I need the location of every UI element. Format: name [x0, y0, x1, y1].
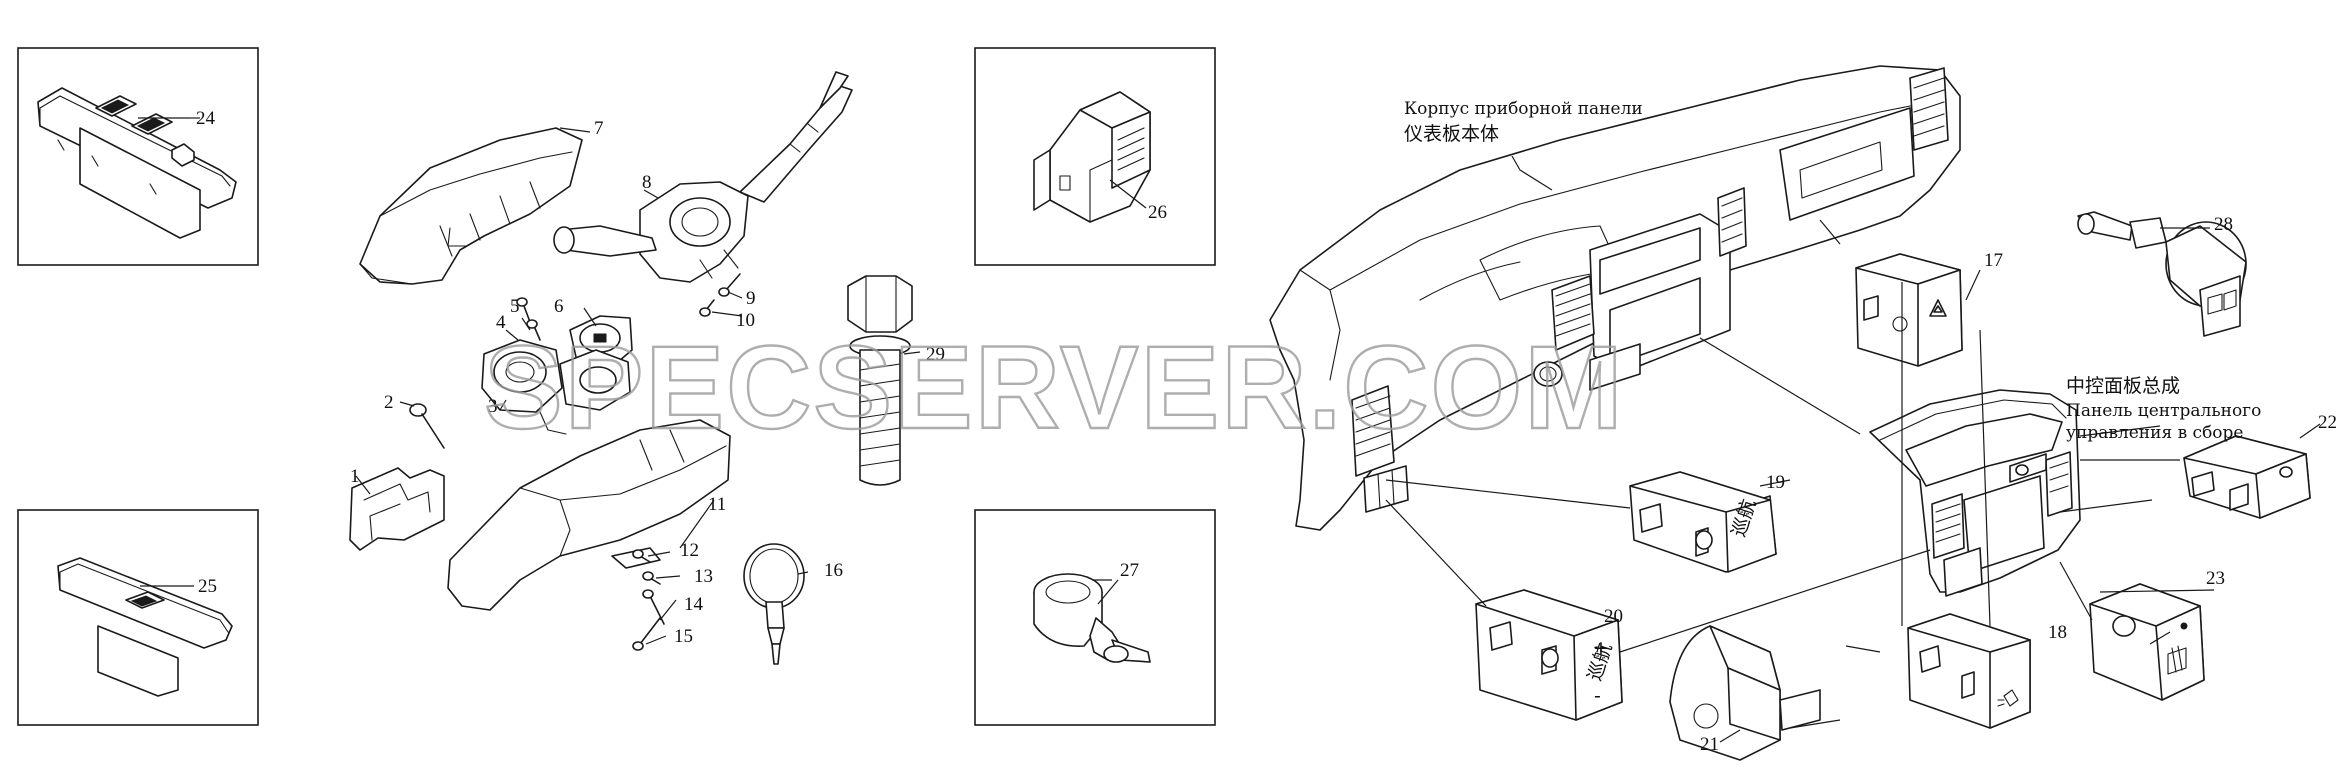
part-24-window-switch-panel — [37, 87, 237, 239]
label-4: 4 — [496, 312, 506, 333]
label-23: 23 — [2206, 568, 2225, 589]
caption-dashboard-ru: Корпус приборной панели — [1404, 99, 1643, 119]
label-16: 16 — [824, 560, 843, 581]
label-14: 14 — [684, 594, 704, 615]
label-5: 5 — [510, 296, 520, 317]
part-27-sensor — [1033, 573, 1151, 663]
part-18-fog-switch — [1907, 613, 2031, 729]
label-1: 1 — [350, 466, 360, 487]
part-8-combination-switch — [553, 71, 853, 283]
label-26: 26 — [1148, 202, 1167, 223]
label-15: 15 — [674, 626, 693, 647]
inset-box-25 — [17, 509, 259, 726]
caption-dashboard-cn: 仪表板本体 — [1404, 123, 1499, 145]
part-6-ignition-switch — [481, 315, 633, 435]
part-17-hazard-switch — [1855, 253, 1963, 367]
label-18: 18 — [2048, 622, 2067, 643]
watermark: SPECSERVER.COM — [484, 322, 1625, 454]
caption-center-panel-ru-2: управления в сборе — [2066, 423, 2243, 443]
part-23-defrost-switch — [2089, 583, 2205, 701]
part-19-cruise-switch — [1629, 471, 1777, 573]
part-1-bracket — [349, 467, 445, 551]
label-3: 3 — [488, 396, 498, 417]
label-10: 10 — [736, 310, 755, 331]
label-6: 6 — [554, 296, 564, 317]
dashboard-body — [1269, 65, 1961, 531]
inset-box-26 — [974, 47, 1216, 266]
label-27: 27 — [1120, 560, 1139, 581]
label-29: 29 — [926, 344, 945, 365]
label-12: 12 — [680, 540, 699, 561]
part-7-upper-shroud — [359, 127, 583, 285]
part-16-clamp — [743, 543, 805, 665]
leader-lines — [138, 117, 2321, 743]
part-21-switch — [1669, 625, 1821, 761]
label-2: 2 — [384, 392, 394, 413]
inset-box-24 — [17, 47, 259, 266]
label-13: 13 — [694, 566, 713, 587]
part-22-switch — [2183, 435, 2311, 519]
caption-center-panel-ru-1: Панель центрального — [2066, 401, 2261, 421]
label-17: 17 — [1984, 250, 2003, 271]
part-26-switch — [1033, 91, 1151, 223]
label-21: 21 — [1700, 734, 1719, 755]
part-20-cruise-switch — [1475, 589, 1623, 721]
part-29-bolt — [847, 275, 913, 486]
part-28-sensor — [2077, 211, 2247, 337]
part-2-screw — [409, 403, 445, 449]
label-20: 20 — [1604, 606, 1623, 627]
label-9: 9 — [746, 288, 756, 309]
label-8: 8 — [642, 172, 652, 193]
switch-20-minus: - — [1594, 685, 1601, 707]
label-24: 24 — [196, 108, 216, 129]
label-28: 28 — [2214, 214, 2233, 235]
switch-20-plus: + — [1593, 637, 1609, 659]
small-screws — [516, 273, 741, 651]
label-22: 22 — [2318, 412, 2337, 433]
label-19: 19 — [1766, 472, 1785, 493]
part-25-window-switch — [57, 557, 233, 697]
label-7: 7 — [594, 118, 604, 139]
label-11: 11 — [708, 494, 726, 515]
inset-box-27 — [974, 509, 1216, 726]
label-25: 25 — [198, 576, 217, 597]
caption-center-panel-cn: 中控面板总成 — [2066, 375, 2180, 397]
